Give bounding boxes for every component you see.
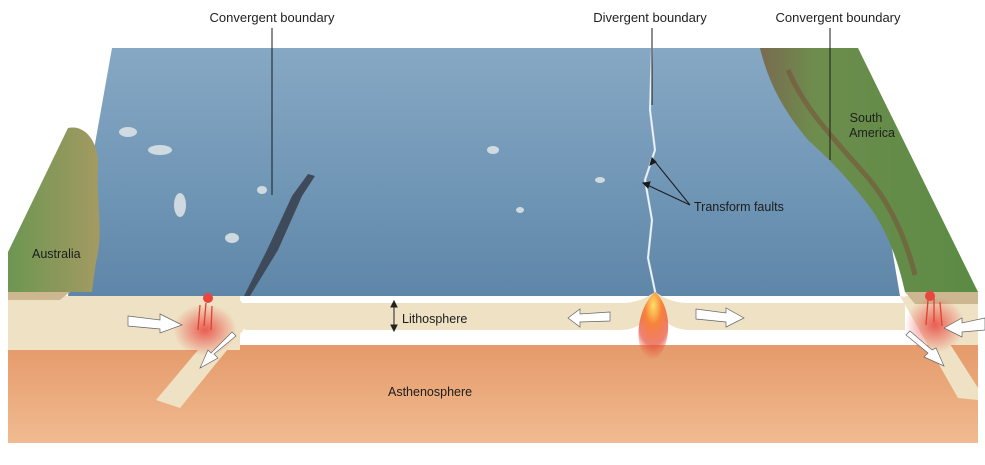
label-transform-faults: Transform faults (694, 200, 784, 214)
label-australia: Australia (32, 247, 81, 261)
label-south-america-line2: America (849, 126, 895, 140)
label-south-america-line1: South (850, 111, 883, 125)
label-asthenosphere: Asthenosphere (388, 385, 472, 399)
australia-landmass (8, 127, 100, 292)
label-convergent-boundary-left: Convergent boundary (209, 10, 335, 25)
label-convergent-boundary-right: Convergent boundary (775, 10, 901, 25)
label-lithosphere: Lithosphere (402, 312, 467, 326)
label-divergent-boundary: Divergent boundary (593, 10, 707, 25)
asthenosphere-block (8, 345, 978, 443)
